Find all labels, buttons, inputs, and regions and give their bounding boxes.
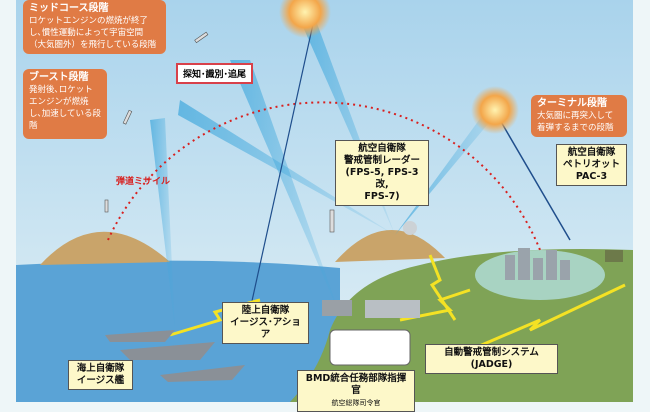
radar-line4: FPS-7) (364, 191, 400, 202)
terminal-text: 大気圏に再突入して着弾するまでの段階 (537, 111, 614, 133)
patriot-launcher (605, 250, 623, 262)
radar-line2: 警戒管制レーダー (343, 155, 420, 166)
bmd-line2: 航空総隊司令官 (331, 399, 381, 407)
boost-phase-label: ブースト段階 発射後､ロケットエンジンが燃焼し､加速している段階 (23, 69, 107, 139)
patriot-line2: ペトリオット (562, 159, 620, 170)
aegis-ship-line1: 海上自衛隊 (76, 363, 125, 374)
bmd-line1: BMD統合任務部隊指揮官 (305, 373, 407, 396)
boost-title: ブースト段階 (29, 72, 89, 83)
midcourse-text: ロケットエンジンの燃焼が終了し､慣性運動によって宇宙空間（大気圏外）を飛行してい… (29, 16, 157, 50)
aegis-ashore-line1: 陸上自衛隊 (241, 305, 290, 316)
launch-hill (40, 231, 170, 265)
bmd-commander-label: BMD統合任務部隊指揮官 航空総隊司令官 (297, 370, 415, 412)
patriot-label: 航空自衛隊 ペトリオット PAC-3 (556, 144, 627, 186)
ops-room-bubble (329, 329, 411, 366)
ballistic-missile-label: 弾道ミサイル (116, 177, 171, 187)
radar-label: 航空自衛隊 警戒管制レーダー (FPS-5, FPS-3改, FPS-7) (335, 140, 429, 206)
terminal-phase-label: ターミナル段階 大気圏に再突入して着弾するまでの段階 (531, 95, 627, 137)
aegis-ashore-label: 陸上自衛隊 イージス･アショア (222, 302, 309, 344)
terminal-intercept-explosion (471, 86, 519, 134)
patriot-line3: PAC-3 (575, 171, 608, 182)
midcourse-phase-label: ミッドコース段階 ロケットエンジンの燃焼が終了し､慣性運動によって宇宙空間（大気… (23, 0, 166, 54)
radar-line3: (FPS-5, FPS-3改, (345, 167, 419, 190)
missiles (104, 31, 335, 233)
jadge-label: 自動警戒管制システム (JADGE) (425, 344, 558, 374)
aegis-ashore-line2: イージス･アショア (230, 317, 301, 340)
jadge-line1: 自動警戒管制システム (444, 347, 539, 358)
patriot-line1: 航空自衛隊 (567, 147, 616, 158)
midcourse-intercept-explosion (279, 0, 331, 38)
radar-dome (403, 221, 417, 235)
interceptor-sm3 (249, 14, 316, 311)
aegis-ships (105, 330, 245, 382)
detect-identify-track-label: 探知･識別･追尾 (176, 63, 254, 84)
bmd-illustration (16, 0, 633, 402)
aegis-ship-line2: イージス艦 (76, 375, 125, 386)
command-building (365, 300, 420, 318)
radar-line1: 航空自衛隊 (358, 143, 406, 154)
interceptor-pac3 (499, 119, 571, 241)
aegis-ship-label: 海上自衛隊 イージス艦 (68, 360, 133, 390)
communication-links (169, 254, 626, 352)
midcourse-title: ミッドコース段階 (29, 3, 109, 14)
jadge-line2: (JADGE) (470, 359, 513, 370)
terminal-title: ターミナル段階 (537, 98, 607, 109)
radar-hill (335, 229, 445, 262)
city-buildings (505, 248, 570, 280)
boost-text: 発射後､ロケットエンジンが燃焼し､加速している段階 (29, 85, 101, 131)
aegis-ashore-site (322, 300, 352, 316)
